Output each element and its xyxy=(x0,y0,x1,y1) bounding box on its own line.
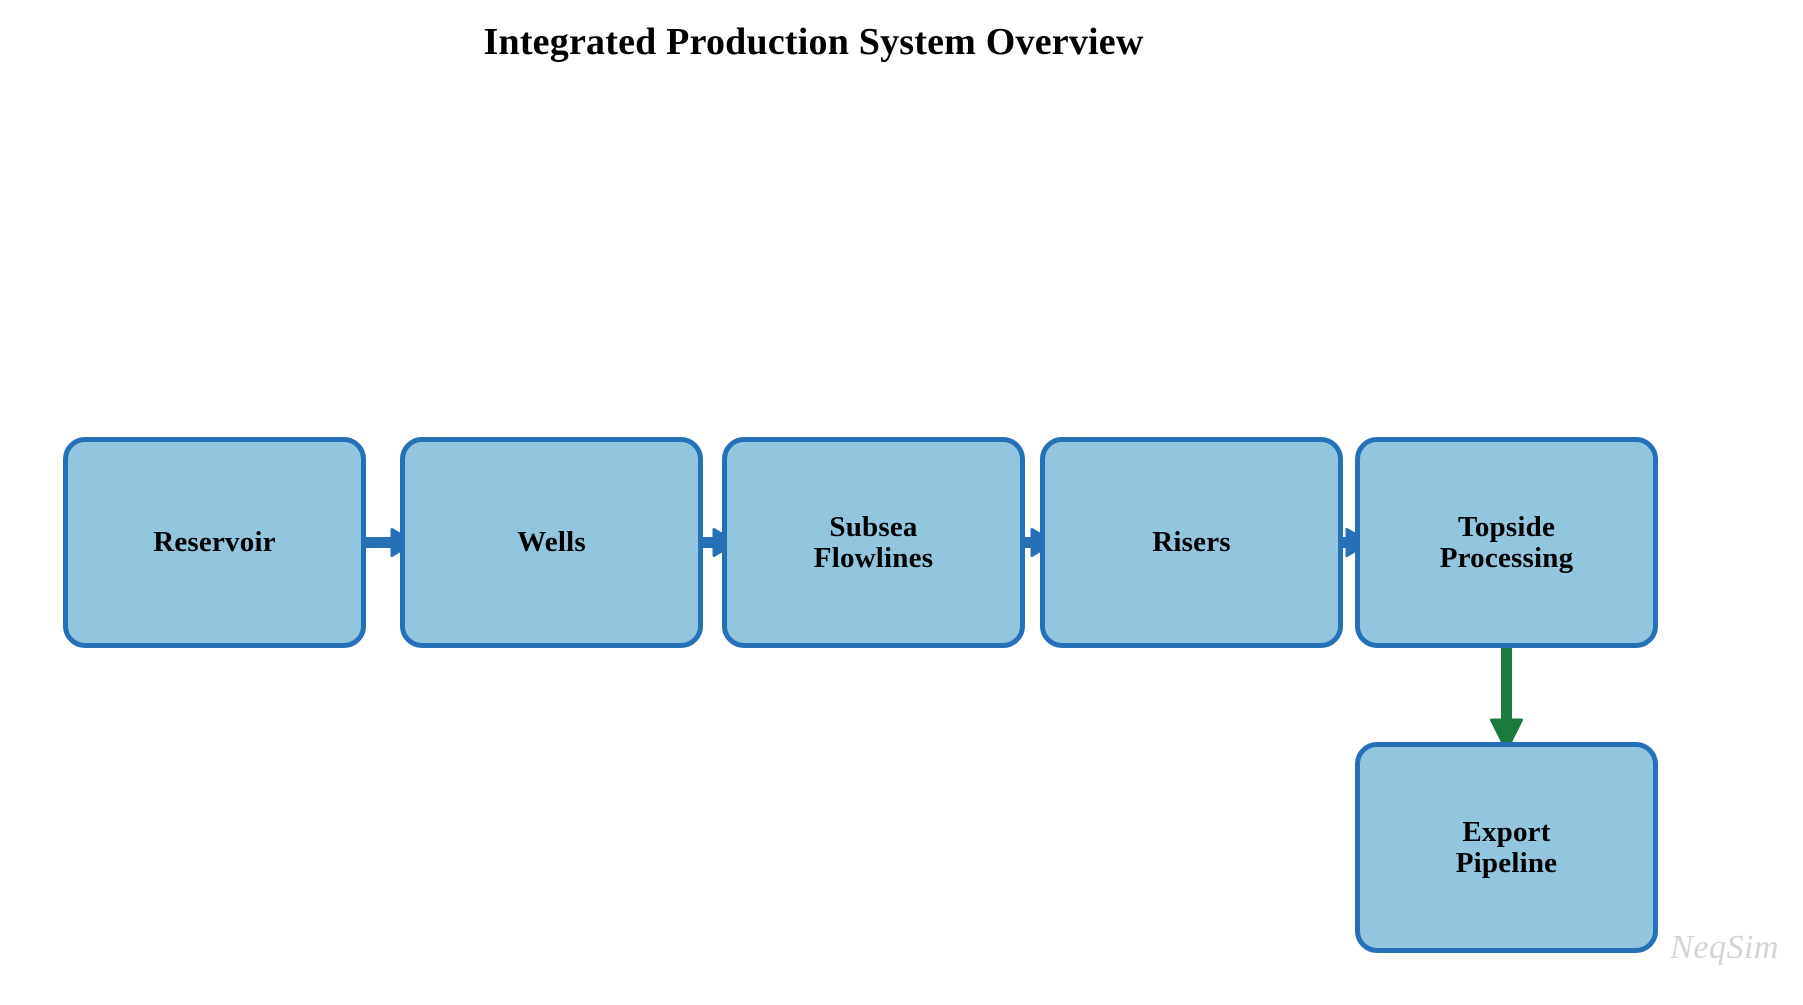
node-label: Subsea Flowlines xyxy=(813,510,934,574)
page-title-text: Integrated Production System Overview xyxy=(483,21,1144,63)
node-export[interactable]: Export Pipeline xyxy=(1355,742,1658,953)
node-label: Reservoir xyxy=(153,526,276,559)
node-label: Topside Processing xyxy=(1439,510,1574,574)
neqsim-watermark: NeqSim xyxy=(1670,929,1779,966)
node-wells[interactable]: Wells xyxy=(400,437,703,648)
node-flowlines[interactable]: Subsea Flowlines xyxy=(722,437,1025,648)
page-title: Integrated Production System Overview xyxy=(0,20,1803,64)
node-risers[interactable]: Risers xyxy=(1040,437,1343,648)
arrow-topside-to-export xyxy=(1490,624,1523,752)
node-label: Export Pipeline xyxy=(1455,815,1558,879)
node-reservoir[interactable]: Reservoir xyxy=(63,437,366,648)
node-label: Risers xyxy=(1152,526,1231,559)
node-topside[interactable]: Topside Processing xyxy=(1355,437,1658,648)
node-label: Wells xyxy=(517,526,586,559)
